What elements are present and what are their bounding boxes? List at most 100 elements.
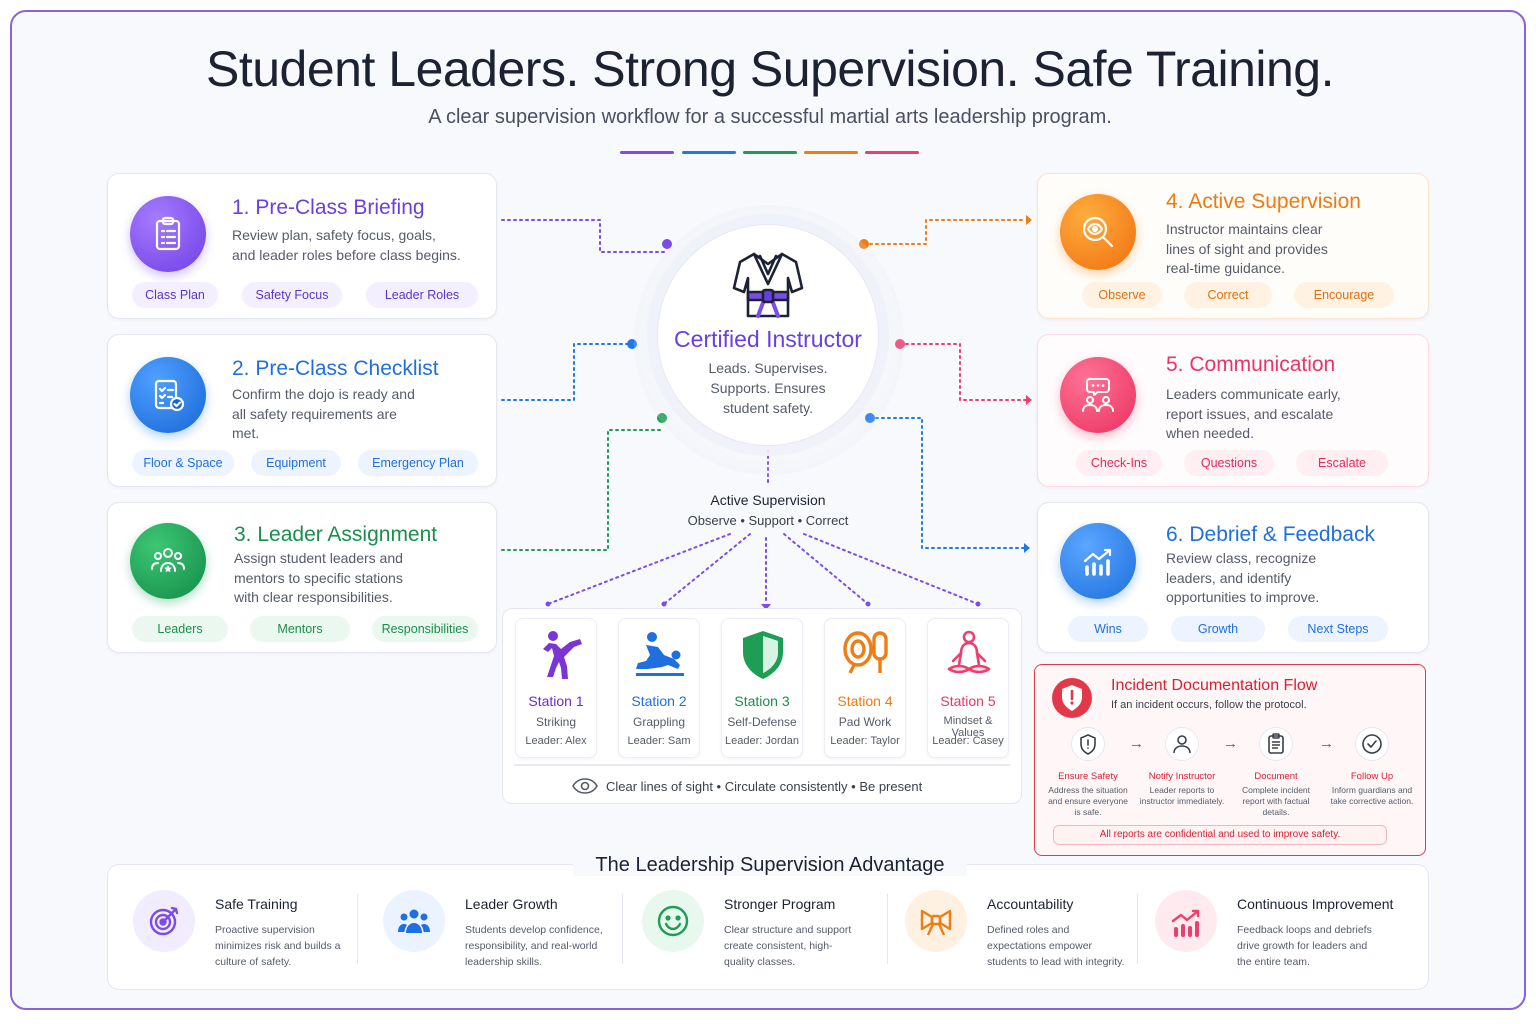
chip-row: Wins Growth Next Steps	[1062, 616, 1410, 642]
chip-row: Check-Ins Questions Escalate	[1062, 450, 1410, 476]
page-subtitle: A clear supervision workflow for a succe…	[428, 106, 1112, 128]
station-leader: Leader: Sam	[627, 735, 691, 747]
chip: Equipment	[251, 450, 341, 476]
station-leader: Leader: Alex	[525, 735, 587, 747]
chip: Wins	[1068, 616, 1148, 642]
smile-icon	[642, 890, 704, 952]
divider	[887, 894, 888, 964]
advantage-item-desc: Feedback loops and debriefs drive growth…	[1237, 924, 1372, 968]
incident-step-notify-instructor: Notify Instructor Leader reports to inst…	[1139, 727, 1225, 807]
chat-people-icon	[1060, 357, 1136, 433]
checklist-icon	[130, 357, 206, 433]
incident-note: All reports are confidential and used to…	[1053, 825, 1387, 845]
advantage-title: The Leadership Supervision Advantage	[12, 854, 1524, 877]
incident-step-label: Notify Instructor	[1148, 771, 1216, 782]
station-focus: Striking	[535, 715, 576, 729]
chip: Observe	[1082, 282, 1162, 308]
step-card-active-supervision: 4. Active Supervision Instructor maintai…	[1037, 173, 1429, 319]
advantage-item-accountability: Accountability Defined roles and expecta…	[905, 888, 1145, 974]
chip: Check-Ins	[1076, 450, 1162, 476]
belt-knot-icon	[905, 890, 967, 952]
step-title: 2. Pre-Class Checklist	[232, 357, 439, 380]
station-name: Station 1	[528, 693, 584, 709]
stations-baseline	[514, 764, 1010, 766]
station-name: Station 3	[734, 693, 790, 709]
advantage-item-title: Stronger Program	[724, 896, 836, 912]
chip: Escalate	[1296, 450, 1388, 476]
step-title: 4. Active Supervision	[1166, 190, 1361, 213]
chip: Leader Roles	[366, 282, 478, 308]
incident-step-label: Document	[1254, 771, 1298, 782]
shield-alert-icon	[1071, 727, 1105, 761]
step-card-pre-class-checklist: 2. Pre-Class Checklist Confirm the dojo …	[107, 334, 497, 487]
page-title: Student Leaders. Strong Supervision. Saf…	[206, 41, 1335, 97]
chip: Growth	[1171, 616, 1265, 642]
step-desc: Leaders communicate early, report issues…	[1166, 386, 1341, 441]
chip: Emergency Plan	[358, 450, 478, 476]
incident-step-desc: Address the situation and ensure everyon…	[1048, 785, 1128, 817]
stations-footer: Clear lines of sight • Circulate consist…	[572, 778, 992, 794]
station-leader: Leader: Casey	[932, 735, 1004, 747]
chip: Mentors	[250, 616, 350, 642]
chip: Floor & Space	[132, 450, 234, 476]
divider-purple	[620, 151, 674, 154]
divider-orange	[804, 151, 858, 154]
growth-chart-icon	[1155, 890, 1217, 952]
step-title: 1. Pre-Class Briefing	[232, 196, 425, 219]
center-title: Certified Instructor	[674, 326, 862, 352]
step-title: 6. Debrief & Feedback	[1166, 523, 1375, 546]
station-focus: Pad Work	[838, 715, 892, 729]
station-focus: Mindset & Values	[943, 715, 993, 739]
advantage-item-title: Continuous Improvement	[1237, 896, 1394, 912]
advantage-item-title: Leader Growth	[465, 896, 558, 912]
target-icon	[133, 890, 195, 952]
meditation-icon	[947, 630, 991, 674]
divider	[1137, 894, 1138, 964]
incident-step-ensure-safety: Ensure Safety Address the situation and …	[1045, 727, 1131, 818]
station-card-1: Station 1 Striking Leader: Alex	[515, 618, 597, 758]
arrow-right-icon: →	[1223, 735, 1238, 752]
advantage-item-stronger-program: Stronger Program Clear structure and sup…	[642, 888, 882, 974]
step-title: 5. Communication	[1166, 353, 1336, 376]
incident-subtitle: If an incident occurs, follow the protoc…	[1111, 699, 1307, 711]
divider	[357, 894, 358, 964]
active-supervision-sub: Observe • Support • Correct	[687, 513, 849, 528]
divider-pink	[865, 151, 919, 154]
step-card-debrief-feedback: 6. Debrief & Feedback Review class, reco…	[1037, 502, 1429, 653]
station-name: Station 5	[940, 693, 996, 709]
advantage-item-title: Accountability	[987, 896, 1074, 912]
report-icon	[1259, 727, 1293, 761]
chip: Safety Focus	[242, 282, 342, 308]
advantage-title-text: The Leadership Supervision Advantage	[573, 854, 967, 876]
chip-row: Observe Correct Encourage	[1062, 282, 1410, 308]
advantage-item-title: Safe Training	[215, 896, 298, 912]
chip-row: Class Plan Safety Focus Leader Roles	[132, 282, 478, 308]
advantage-item-leader-growth: Leader Growth Students develop confidenc…	[383, 888, 623, 974]
bar-chart-icon	[1060, 523, 1136, 599]
divider-green	[743, 151, 797, 154]
magnifier-eye-icon	[1060, 194, 1136, 270]
incident-step-desc: Inform guardians and take corrective act…	[1330, 785, 1414, 806]
team-icon	[130, 523, 206, 599]
advantage-item-desc: Defined roles and expectations empower s…	[987, 924, 1125, 968]
step-desc: Confirm the dojo is ready and all safety…	[232, 386, 415, 441]
station-card-5: Station 5 Mindset & Values Leader: Casey	[927, 618, 1009, 758]
pads-icon	[843, 631, 888, 674]
grapple-icon	[636, 632, 684, 676]
person-icon	[1165, 727, 1199, 761]
chip-row: Leaders Mentors Responsibilities	[132, 616, 478, 642]
arrow-right-icon: →	[1319, 735, 1334, 752]
incident-step-document: Document Complete incident report with f…	[1233, 727, 1319, 818]
infographic-frame: Student Leaders. Strong Supervision. Saf…	[10, 10, 1526, 1010]
shield-alert-badge-icon	[1052, 678, 1092, 718]
chip: Next Steps	[1288, 616, 1388, 642]
incident-step-desc: Complete incident report with factual de…	[1241, 785, 1311, 817]
step-card-leader-assignment: 3. Leader Assignment Assign student lead…	[107, 502, 497, 653]
incident-documentation-panel: Incident Documentation Flow If an incide…	[1034, 664, 1426, 856]
step-title: 3. Leader Assignment	[234, 523, 438, 546]
station-leader: Leader: Jordan	[725, 735, 799, 747]
eye-icon	[572, 778, 598, 794]
incident-step-desc: Leader reports to instructor immediately…	[1139, 785, 1225, 806]
chip: Leaders	[132, 616, 228, 642]
station-card-4: Station 4 Pad Work Leader: Taylor	[824, 618, 906, 758]
